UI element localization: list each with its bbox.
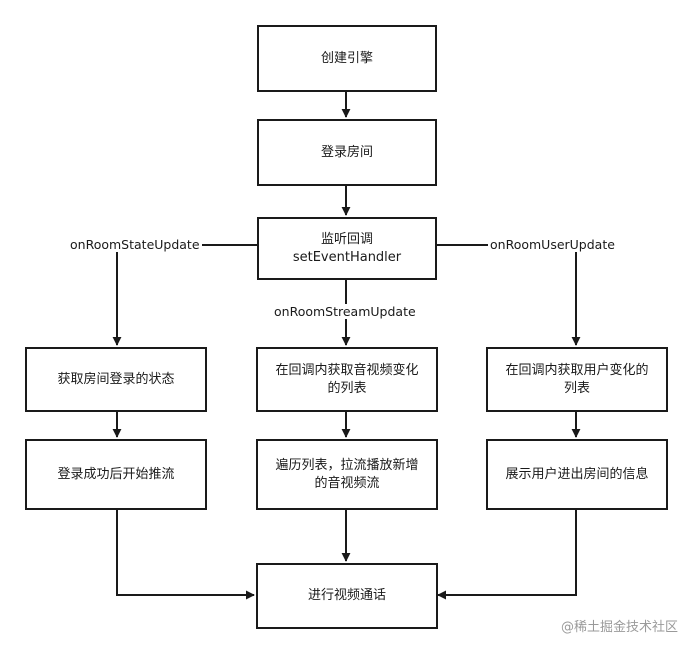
node-video-call-label: 进行视频通话 [307, 588, 386, 603]
node-play-streams: 遍历列表，拉流播放新增 的音视频流 [256, 439, 438, 510]
node-create-engine: 创建引擎 [257, 25, 437, 92]
arrow-listen-to-state [112, 244, 257, 346]
node-get-login-state: 获取房间登录的状态 [25, 347, 207, 412]
edge-label-room-user: onRoomUserUpdate [488, 237, 617, 252]
node-get-login-state-label: 获取房间登录的状态 [57, 371, 175, 387]
node-play-streams-line2: 的音视频流 [314, 475, 380, 491]
node-get-user-list-line1: 在回调内获取用户变化的 [505, 362, 649, 378]
arrow-show-to-call [437, 510, 577, 600]
node-listen-callback-line2: setEventHandler [292, 249, 402, 265]
node-listen-callback: 监听回调 setEventHandler [257, 217, 437, 280]
node-get-stream-list-line1: 在回调内获取音视频变化 [275, 362, 419, 378]
node-start-publish-label: 登录成功后开始推流 [57, 466, 175, 482]
node-get-stream-list: 在回调内获取音视频变化 的列表 [256, 347, 438, 412]
node-play-streams-line1: 遍历列表，拉流播放新增 [275, 457, 419, 473]
node-show-user-info: 展示用户进出房间的信息 [486, 439, 668, 510]
node-play-streams-label: 遍历列表，拉流播放新增 的音视频流 [267, 457, 426, 493]
arrow-listen-to-user [436, 244, 581, 346]
node-get-user-list-label: 在回调内获取用户变化的 列表 [497, 362, 656, 398]
node-start-publish: 登录成功后开始推流 [25, 439, 207, 510]
arrow-publish-to-call [116, 510, 255, 600]
node-get-stream-list-line2: 的列表 [327, 380, 367, 396]
edge-label-room-state: onRoomStateUpdate [68, 237, 202, 252]
node-listen-callback-line1: 监听回调 [320, 231, 373, 247]
node-login-room: 登录房间 [257, 119, 437, 186]
edge-label-room-stream: onRoomStreamUpdate [272, 304, 418, 319]
node-show-user-info-label: 展示用户进出房间的信息 [505, 466, 649, 482]
node-login-room-label: 登录房间 [320, 144, 373, 160]
node-video-call: 进行视频通话 [256, 563, 438, 629]
node-listen-callback-label: 监听回调 setEventHandler [285, 231, 409, 267]
watermark: @稀土掘金技术社区 [560, 620, 678, 635]
node-get-user-list: 在回调内获取用户变化的 列表 [486, 347, 668, 412]
node-get-user-list-line2: 列表 [563, 380, 590, 396]
node-get-stream-list-label: 在回调内获取音视频变化 的列表 [267, 362, 426, 398]
node-create-engine-label: 创建引擎 [320, 50, 373, 66]
